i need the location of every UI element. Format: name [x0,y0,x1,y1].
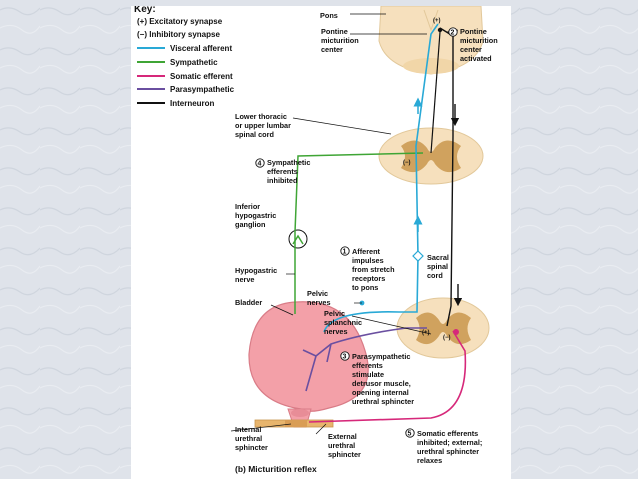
label-sympathetic-inhibited: 4 Sympathetic efferents inhibited [255,158,310,185]
key: Key: (+) Excitatory synapse (−) Inhibito… [134,6,235,108]
label-afferent-impulses: 1 Afferent impulses from stretch recepto… [340,246,395,292]
svg-text:Somatic efferents: Somatic efferents [417,429,478,438]
micturition-reflex-figure: Key: (+) Excitatory synapse (−) Inhibito… [131,6,511,479]
label-internal-sphincter: Internal urethral sphincter [235,425,268,452]
svg-text:nerve: nerve [235,275,254,284]
label-bladder: Bladder [235,298,262,307]
svg-text:Hypogastric: Hypogastric [235,266,277,275]
key-inhibitory: (−) Inhibitory synapse [137,30,220,39]
key-somatic: Somatic efferent [170,72,233,81]
sacral-synapse-minus: (−) [443,335,451,341]
thoracic-synapse-minus: (−) [403,160,411,166]
svg-text:from stretch: from stretch [352,265,395,274]
svg-text:Pontine: Pontine [460,27,487,36]
step-2-number: 2 [451,30,455,37]
ganglion-synapse-mark [292,234,304,245]
svg-text:Parasympathetic: Parasympathetic [352,352,410,361]
pontine-center-dot [437,27,443,33]
svg-text:urethral sphincter: urethral sphincter [352,397,414,406]
label-external-sphincter: External urethral sphincter [328,432,361,459]
svg-text:efferents: efferents [352,361,383,370]
svg-text:inhibited; external;: inhibited; external; [417,438,482,447]
svg-text:urethral sphincter: urethral sphincter [417,447,479,456]
svg-text:nerves: nerves [324,327,348,336]
label-somatic-inhibited: 5 Somatic efferents inhibited; external;… [405,428,482,465]
somatic-efferent-pathway [308,330,467,423]
svg-text:micturition: micturition [321,36,359,45]
step-4-number: 4 [258,161,262,168]
svg-text:spinal cord: spinal cord [235,130,274,139]
svg-text:or upper lumbar: or upper lumbar [235,121,291,130]
svg-text:urethral: urethral [235,434,262,443]
label-pontine-center: Pontine micturition center [321,27,359,54]
key-visceral: Visceral afferent [170,44,232,53]
step-3-number: 3 [343,354,347,361]
svg-text:Afferent: Afferent [352,247,381,256]
svg-text:Inferior: Inferior [235,202,260,211]
stretch-receptor-dot [359,300,365,306]
svg-text:inhibited: inhibited [267,176,297,185]
label-sacral-cord: Sacral spinal cord [427,253,449,280]
step-5-number: 5 [408,431,412,438]
key-parasympathetic: Parasympathetic [170,85,235,94]
label-pontine-activated: 2 Pontine micturition center activated [448,27,498,63]
svg-text:sphincter: sphincter [328,450,361,459]
svg-text:Internal: Internal [235,425,261,434]
label-inferior-ganglion: Inferior hypogastric ganglion [235,202,276,229]
svg-text:Sacral: Sacral [427,253,449,262]
label-lower-thoracic: Lower thoracic or upper lumbar spinal co… [235,112,291,139]
svg-text:External: External [328,432,357,441]
label-hypogastric-nerve: Hypogastric nerve [235,266,277,284]
key-interneuron: Interneuron [170,99,215,108]
svg-text:activated: activated [460,54,492,63]
key-sympathetic: Sympathetic [170,58,218,67]
svg-text:relaxes: relaxes [417,456,442,465]
sacral-cord-section [396,297,490,359]
figure-caption: (b) Micturition reflex [235,464,317,474]
svg-text:cord: cord [427,271,443,280]
parasympathetic-pathway [302,327,427,392]
label-pelvic-splanchnic: Pelvic splanchnic nerves [324,309,362,336]
step-1-number: 1 [343,249,347,256]
svg-text:opening internal: opening internal [352,388,409,397]
svg-text:Pontine: Pontine [321,27,348,36]
visceral-afferent-pathway [323,23,439,333]
sympathetic-pathway [294,152,424,314]
svg-text:ganglion: ganglion [235,220,265,229]
svg-text:to pons: to pons [352,283,378,292]
svg-text:spinal: spinal [427,262,448,271]
svg-text:stimulate: stimulate [352,370,384,379]
svg-text:receptors: receptors [352,274,385,283]
svg-text:Pelvic: Pelvic [307,289,328,298]
sacral-afferent-diamond [412,250,424,262]
svg-text:efferents: efferents [267,167,298,176]
label-parasympathetic-efferents: 3 Parasympathetic efferents stimulate de… [340,351,414,406]
interneuron-thoracic [430,31,441,154]
key-title: Key: [134,6,156,15]
svg-text:detrusor muscle,: detrusor muscle, [352,379,411,388]
svg-text:impulses: impulses [352,256,384,265]
somatic-origin-dot [453,329,459,335]
svg-text:Lower thoracic: Lower thoracic [235,112,287,121]
diagram-svg: Key: (+) Excitatory synapse (−) Inhibito… [134,6,498,474]
svg-text:sphincter: sphincter [235,443,268,452]
svg-text:nerves: nerves [307,298,331,307]
thoracic-cord-section [378,127,484,185]
svg-text:center: center [460,45,482,54]
svg-text:splanchnic: splanchnic [324,318,362,327]
svg-text:micturition: micturition [460,36,498,45]
svg-text:urethral: urethral [328,441,355,450]
key-excitatory: (+) Excitatory synapse [137,17,223,26]
internal-sphincter-mark [285,420,307,427]
svg-text:center: center [321,45,343,54]
inferior-ganglion-icon [288,229,308,249]
svg-text:Pelvic: Pelvic [324,309,345,318]
pons-synapse-plus: (+) [433,18,441,24]
svg-text:hypogastric: hypogastric [235,211,276,220]
label-pelvic-nerves: Pelvic nerves [307,289,331,307]
label-pons: Pons [320,11,338,20]
svg-text:Sympathetic: Sympathetic [267,158,310,167]
